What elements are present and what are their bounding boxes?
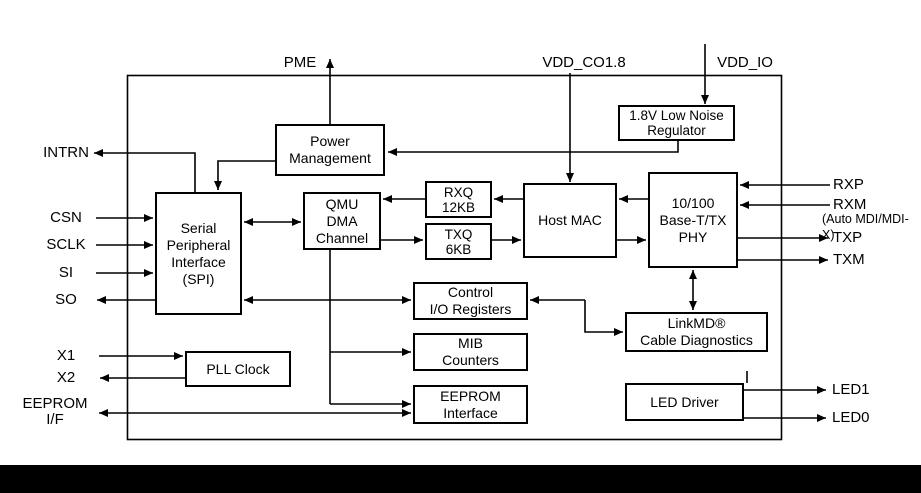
pin-label-si: SI — [58, 264, 74, 281]
block-pll-clock: PLL Clock — [185, 351, 291, 387]
pin-label-led0: LED0 — [832, 409, 870, 426]
wire-regulator-rail — [388, 141, 679, 156]
wire-intrn — [94, 149, 196, 192]
block-power-management: Power Management — [275, 124, 385, 176]
pin-label-intrn: INTRN — [43, 144, 89, 161]
block-rxq: RXQ 12KB — [425, 181, 492, 218]
chip-boundary — [126, 74, 783, 441]
block-qmu-dma: QMU DMA Channel — [303, 192, 381, 250]
bottom-bar — [0, 465, 921, 493]
pin-label-rxp: RXP — [833, 176, 864, 193]
pin-label-sclk: SCLK — [46, 236, 86, 253]
pin-label-txp: TXP — [833, 229, 863, 246]
pin-label-led1: LED1 — [832, 381, 870, 398]
pin-label-pme: PME — [283, 54, 317, 71]
wire-pm-to-spi — [214, 160, 275, 190]
block-eeprom-interface: EEPROM Interface — [413, 385, 528, 424]
block-led-driver: LED Driver — [625, 383, 744, 421]
wire-control-linkmd — [584, 300, 623, 336]
block-phy: 10/100 Base-T/TX PHY — [648, 172, 738, 268]
block-control-io-registers: Control I/O Registers — [413, 282, 528, 320]
pin-label-csn: CSN — [50, 209, 82, 226]
block-spi: Serial Peripheral Interface (SPI) — [155, 192, 242, 315]
pin-label-txm: TXM — [833, 251, 865, 268]
pin-label-so: SO — [55, 291, 77, 308]
block-regulator: 1.8V Low Noise Regulator — [618, 105, 735, 141]
pin-label-vdd-co18: VDD_CO1.8 — [542, 54, 626, 71]
block-mib-counters: MIB Counters — [413, 333, 528, 371]
pin-label-eeprom-if: EEPROM I/F — [22, 395, 88, 428]
block-txq: TXQ 6KB — [425, 223, 492, 260]
pin-label-vdd-io: VDD_IO — [717, 54, 773, 71]
pin-label-rxm: RXM — [833, 196, 867, 213]
label-auto-mdi: (Auto MDI/MDI-X) — [822, 212, 909, 242]
block-linkmd: LinkMD® Cable Diagnostics — [625, 312, 768, 352]
pin-label-x1: X1 — [56, 347, 76, 364]
block-host-mac: Host MAC — [523, 183, 617, 258]
pin-label-x2: X2 — [56, 369, 76, 386]
